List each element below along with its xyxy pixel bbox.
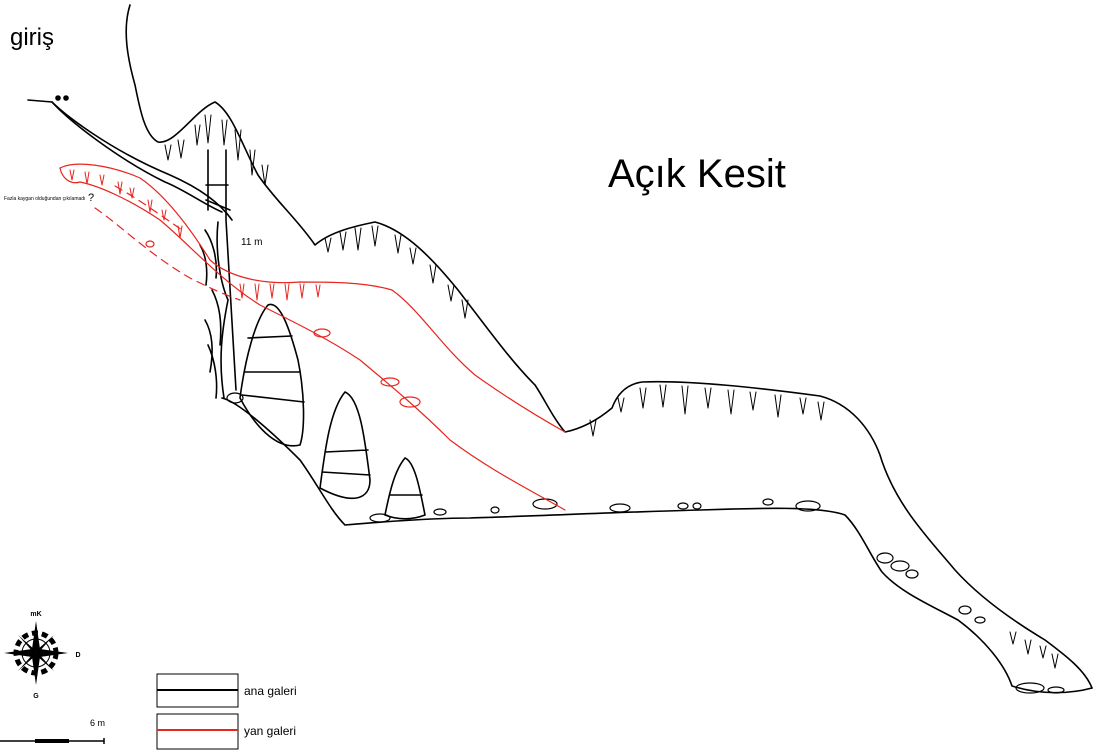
- stalactites-far-right: [1009, 631, 1059, 669]
- main-gallery-floor: [221, 397, 1093, 694]
- left-wall: [216, 221, 229, 399]
- stalagmite-3: [384, 457, 426, 520]
- side-gallery-dashed-1: [94, 207, 241, 301]
- side-gallery-upper: [59, 163, 566, 433]
- compass-east-label: D: [75, 652, 80, 659]
- legend-label-main: ana galeri: [244, 684, 297, 698]
- legend: [156, 673, 239, 750]
- stalactites-right: [589, 384, 825, 437]
- floor-boulders: [226, 392, 1065, 694]
- compass-south-label: G: [33, 693, 39, 700]
- entrance-passage-upper: [27, 99, 233, 221]
- entrance-passage-lower: [51, 101, 223, 213]
- side-gallery-lower: [59, 167, 566, 511]
- scale-bar-label: 6 m: [90, 718, 106, 728]
- entrance-label: giriş: [10, 24, 55, 51]
- stalactites-upper: [164, 114, 269, 186]
- stalactites-middle: [324, 225, 469, 319]
- compass-rose-icon: [4, 621, 68, 685]
- slippery-note: Fazla kaygan olduğundan çıkılamadı: [4, 196, 86, 202]
- compass-north-label: mK: [30, 611, 41, 618]
- side-gallery-dashed-2: [114, 185, 186, 233]
- stalagmite-1: [239, 303, 305, 447]
- side-gallery-stalactites: [69, 169, 321, 301]
- main-gallery-ceiling: [125, 4, 1093, 689]
- stalagmite-2: [319, 391, 371, 500]
- depth-label: 11 m: [241, 237, 263, 248]
- legend-swatch-side: [156, 713, 239, 750]
- scale-bar: [0, 738, 105, 744]
- legend-label-side: yan galeri: [244, 724, 296, 738]
- map-title: Açık Kesit: [608, 152, 786, 196]
- shaft: [205, 149, 237, 391]
- unknown-mark: ?: [88, 192, 95, 204]
